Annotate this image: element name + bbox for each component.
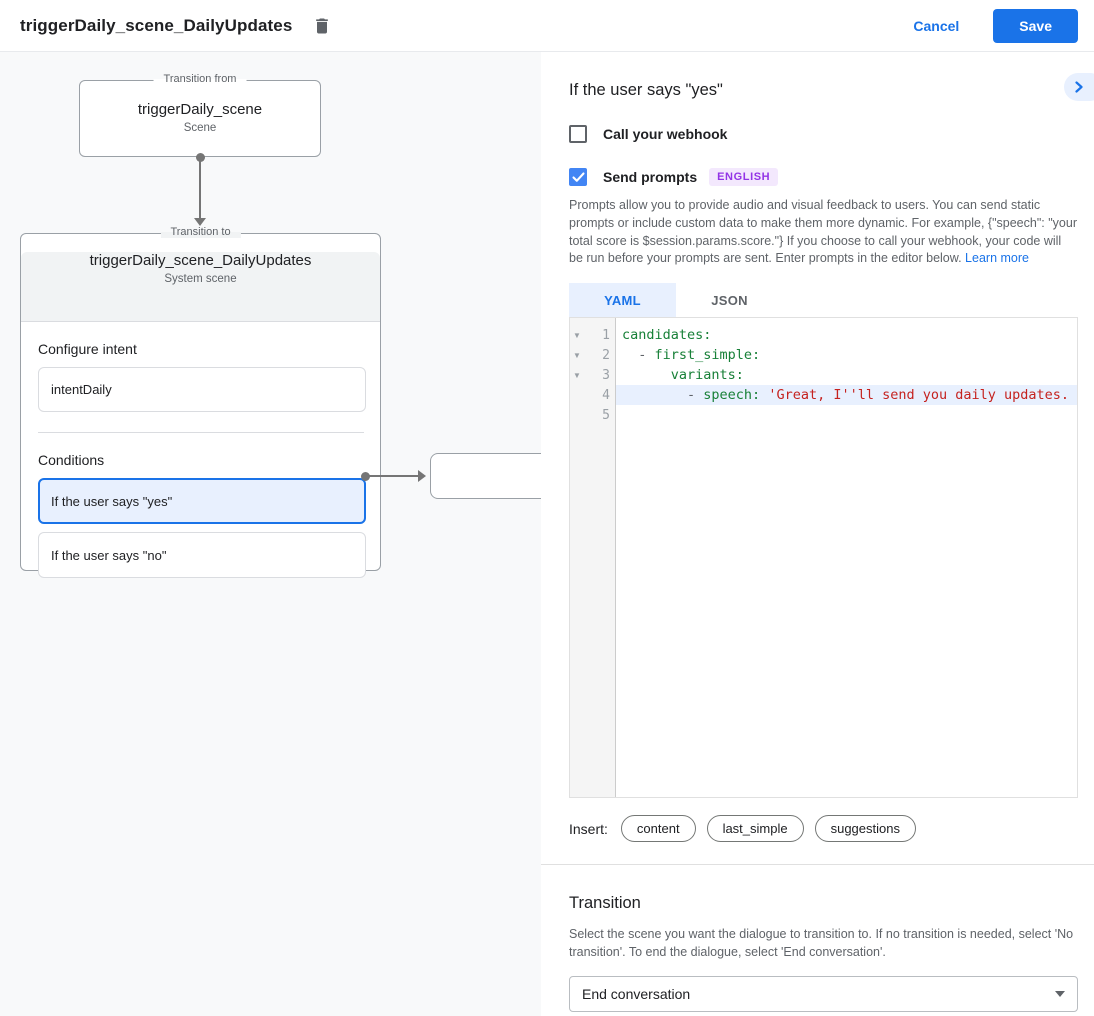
gutter-row: 4 <box>570 385 615 405</box>
learn-more-link[interactable]: Learn more <box>965 251 1029 266</box>
connector-dot <box>195 152 205 162</box>
yaml-key: candidates: <box>622 327 712 343</box>
conditions-section: Conditions If the user says "yes" If the… <box>21 433 380 578</box>
intent-value: intentDaily <box>51 382 112 397</box>
call-webhook-label: Call your webhook <box>603 126 728 142</box>
yaml-key: variants: <box>670 367 744 383</box>
line-number: 3 <box>602 367 610 383</box>
prompts-description: Prompts allow you to provide audio and v… <box>569 197 1078 268</box>
line-number: 1 <box>602 327 610 343</box>
transition-select[interactable]: End conversation <box>569 976 1078 1013</box>
arrowhead-down-icon <box>194 218 206 226</box>
page-title: triggerDaily_scene_DailyUpdates <box>20 15 293 35</box>
yaml-indent <box>622 367 671 383</box>
transition-title: Transition <box>569 894 641 912</box>
fold-toggle-icon[interactable]: ▼ <box>573 330 581 340</box>
condition-label: If the user says "no" <box>51 547 167 563</box>
gutter-row: ▼ 1 <box>570 325 615 345</box>
editor-code-area[interactable]: candidates: - first_simple: variants: - … <box>616 318 1077 797</box>
collapse-panel-button[interactable] <box>1064 73 1094 101</box>
language-badge: ENGLISH <box>709 168 779 186</box>
gutter-row: ▼ 2 <box>570 345 615 365</box>
cancel-button[interactable]: Cancel <box>913 17 960 34</box>
insert-chip-suggestions[interactable]: suggestions <box>814 815 916 842</box>
line-number: 5 <box>602 407 610 423</box>
condition-item-no[interactable]: If the user says "no" <box>38 532 366 578</box>
transition-target-box[interactable] <box>430 453 541 499</box>
intent-field[interactable]: intentDaily <box>38 367 366 412</box>
transition-selected-value: End conversation <box>582 986 691 1003</box>
code-line-1: candidates: <box>616 325 1077 345</box>
transition-from-legend: Transition from <box>153 73 247 85</box>
condition-label: If the user says "yes" <box>51 493 173 509</box>
line-number: 2 <box>602 347 610 363</box>
insert-label: Insert: <box>569 820 608 837</box>
webhook-row: Call your webhook <box>569 125 1078 143</box>
tab-yaml[interactable]: YAML <box>569 283 676 317</box>
insert-row: Insert: content last_simple suggestions <box>569 815 1078 842</box>
gutter-row: 5 <box>570 405 615 425</box>
yaml-dash: - <box>622 387 704 403</box>
connector-line-vertical <box>199 157 201 218</box>
send-prompts-row: Send prompts ENGLISH <box>569 168 1078 186</box>
transition-from-box[interactable]: Transition from triggerDaily_scene Scene <box>79 73 321 157</box>
transition-to-box[interactable]: Transition to triggerDaily_scene_DailyUp… <box>20 226 381 578</box>
trash-icon <box>316 18 329 33</box>
checkmark-icon <box>571 171 585 182</box>
insert-chip-content[interactable]: content <box>620 815 696 842</box>
connector-line-horizontal <box>365 475 418 477</box>
editor-format-tabs: YAML JSON <box>569 283 1078 317</box>
transition-to-legend: Transition to <box>160 226 241 238</box>
code-line-2: - first_simple: <box>616 345 1077 365</box>
configure-intent-section: Configure intent intentDaily <box>21 322 380 433</box>
code-line-5 <box>616 405 1077 425</box>
send-prompts-label: Send prompts <box>603 169 698 185</box>
save-button[interactable]: Save <box>993 8 1078 43</box>
configure-intent-label: Configure intent <box>38 341 137 357</box>
editor-gutter: ▼ 1 ▼ 2 ▼ 3 4 5 <box>570 318 616 797</box>
prompts-description-text: Prompts allow you to provide audio and v… <box>569 198 1077 266</box>
insert-chip-last-simple[interactable]: last_simple <box>706 815 804 842</box>
yaml-key: first_simple: <box>654 347 761 363</box>
fold-toggle-icon[interactable]: ▼ <box>573 350 581 360</box>
top-bar: triggerDaily_scene_DailyUpdates Cancel S… <box>0 0 1094 52</box>
line-number: 4 <box>602 387 610 403</box>
yaml-key: speech: <box>703 387 761 403</box>
scene-flow-canvas[interactable]: Transition from triggerDaily_scene Scene… <box>0 52 541 1016</box>
arrowhead-right-icon <box>418 470 426 482</box>
from-scene-name: triggerDaily_scene <box>137 101 263 118</box>
condition-item-yes[interactable]: If the user says "yes" <box>38 478 366 524</box>
yaml-dash: - <box>622 347 655 363</box>
transition-description: Select the scene you want the dialogue t… <box>569 927 1074 960</box>
send-prompts-checkbox[interactable] <box>569 168 587 186</box>
panel-title: If the user says "yes" <box>569 81 723 99</box>
prompt-code-editor[interactable]: ▼ 1 ▼ 2 ▼ 3 4 5 candidates: - first_sim <box>569 317 1078 798</box>
to-scene-type: System scene <box>164 273 237 285</box>
panel-divider <box>541 864 1094 865</box>
gutter-row: ▼ 3 <box>570 365 615 385</box>
chevron-right-icon <box>1075 81 1083 93</box>
code-line-4-active: - speech: 'Great, I''ll send you daily u… <box>616 385 1077 405</box>
delete-button[interactable] <box>310 13 334 39</box>
condition-detail-panel: If the user says "yes" Call your webhook… <box>541 52 1094 1016</box>
tab-json[interactable]: JSON <box>711 292 748 308</box>
fold-toggle-icon[interactable]: ▼ <box>573 370 581 380</box>
yaml-string: 'Great, I''ll send you daily updates. <box>768 387 1070 403</box>
call-webhook-checkbox[interactable] <box>569 125 587 143</box>
from-scene-type: Scene <box>183 122 217 134</box>
code-line-3: variants: <box>616 365 1077 385</box>
section-divider <box>38 432 364 433</box>
to-box-header: triggerDaily_scene_DailyUpdates System s… <box>21 252 380 322</box>
dropdown-caret-icon <box>1055 991 1065 998</box>
to-scene-name: triggerDaily_scene_DailyUpdates <box>89 252 312 269</box>
conditions-label: Conditions <box>38 452 105 468</box>
connector-dot <box>360 471 370 481</box>
